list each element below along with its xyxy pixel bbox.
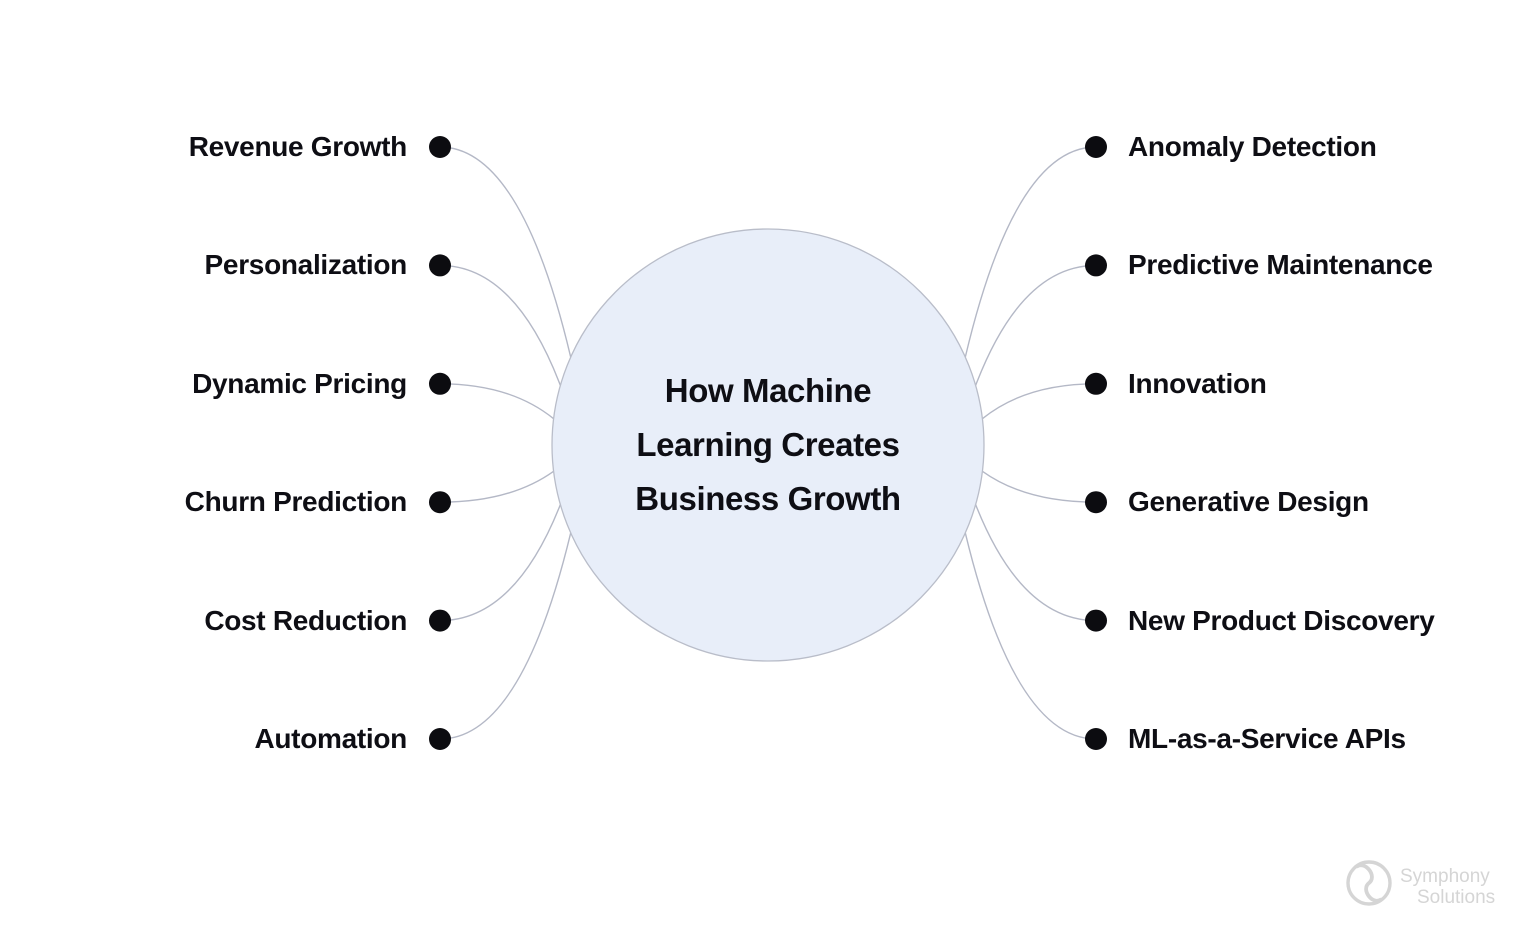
connector-line (439, 470, 555, 503)
node-label-cost-reduction: Cost Reduction (204, 604, 407, 636)
node-label-ml-as-a-service-apis: ML-as-a-Service APIs (1128, 723, 1406, 754)
connector-line (439, 264, 562, 386)
connector-line (439, 504, 562, 622)
central-title-line: Business Growth (635, 480, 901, 517)
bullet-dot (429, 491, 451, 514)
bullet-dot (429, 728, 451, 750)
bullet-dot (429, 136, 451, 158)
node-label-automation: Automation (254, 723, 407, 754)
bullet-dot (1085, 491, 1107, 514)
watermark-line1: Symphony (1400, 866, 1490, 887)
symphony-solutions-logo-icon (1346, 860, 1392, 906)
node-label-innovation: Innovation (1128, 367, 1267, 399)
connector-line (974, 264, 1097, 386)
watermark: Symphony Solutions (1344, 858, 1495, 908)
connector-line (981, 470, 1097, 503)
bullet-dot (1085, 728, 1107, 750)
central-node-circle (551, 228, 985, 662)
connector-line (964, 146, 1097, 358)
bullet-dot (1085, 372, 1107, 395)
watermark-line2: Solutions (1417, 887, 1496, 908)
node-label-anomaly-detection: Anomaly Detection (1128, 131, 1377, 162)
connector-line (439, 383, 555, 420)
bullet-dot (1085, 254, 1107, 277)
bullet-dot (1085, 136, 1107, 158)
connector-line (439, 532, 572, 740)
bullet-dot (1085, 609, 1107, 632)
connector-line (964, 532, 1097, 740)
bullet-dot (429, 254, 451, 277)
connector-line (981, 383, 1097, 420)
watermark-text: Symphony Solutions (1400, 858, 1495, 908)
bullet-dot (429, 372, 451, 395)
node-label-new-product-discovery: New Product Discovery (1128, 604, 1435, 636)
central-title-line: How Machine (664, 372, 872, 409)
node-label-personalization: Personalization (204, 249, 408, 281)
connector-line (439, 146, 572, 358)
connector-line (974, 504, 1097, 622)
node-label-churn-prediction: Churn Prediction (184, 486, 408, 518)
node-label-revenue-growth: Revenue Growth (188, 131, 408, 162)
node-label-generative-design: Generative Design (1128, 486, 1369, 518)
node-label-dynamic-pricing: Dynamic Pricing (192, 367, 407, 399)
bullet-dot (429, 609, 451, 632)
node-label-predictive-maintenance: Predictive Maintenance (1128, 249, 1433, 281)
central-title-line: Learning Creates (636, 426, 900, 463)
